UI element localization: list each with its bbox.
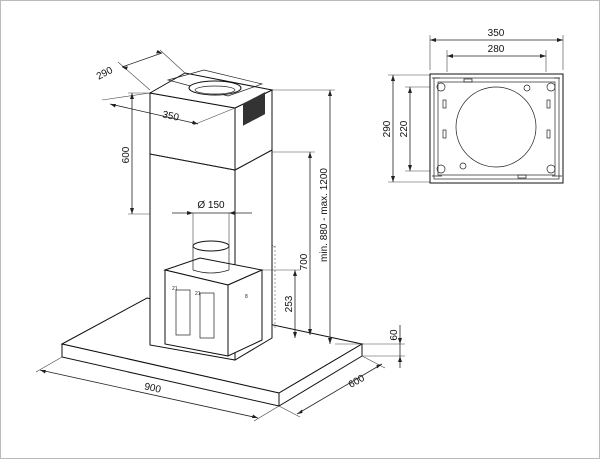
top-width-outer-label: 350	[488, 28, 505, 39]
filter-mark-3: 8	[245, 294, 248, 300]
bracket-opening	[188, 80, 242, 96]
canopy-depth-label: 600	[347, 373, 367, 391]
height-700-label: 700	[299, 253, 310, 270]
vent-grille	[243, 92, 265, 126]
motor-housing-side	[227, 269, 263, 357]
mounting-plate	[429, 73, 564, 184]
top-view: 350 280 290 220	[382, 28, 564, 184]
height-range-label: min. 880 - max. 1200	[319, 168, 330, 262]
duct-opening-circle	[455, 86, 537, 168]
canopy-thickness-label: 60	[389, 329, 400, 341]
filter-mark-2: 21	[195, 291, 201, 297]
motor-housing-front	[164, 269, 229, 357]
canopy-width-dimension-line	[39, 369, 259, 419]
hood-drawing: 21 21 8 290 350	[35, 49, 405, 422]
outlet-diameter-label: Ø 150	[197, 200, 225, 211]
chimney-height-label: 600	[121, 146, 132, 163]
top-depth-outer-label: 290	[382, 120, 393, 137]
chimney-depth-label: 290	[95, 65, 115, 83]
canopy-depth-dimension-line	[296, 363, 383, 415]
filter-mark-1: 21	[172, 286, 178, 292]
height-253-label: 253	[284, 295, 295, 312]
top-width-inner-label: 280	[488, 44, 505, 55]
chimney-width-label: 350	[161, 109, 180, 123]
canopy-width-label: 900	[143, 381, 162, 395]
outlet-pipe-top	[192, 240, 230, 252]
top-depth-inner-label: 220	[399, 120, 410, 137]
